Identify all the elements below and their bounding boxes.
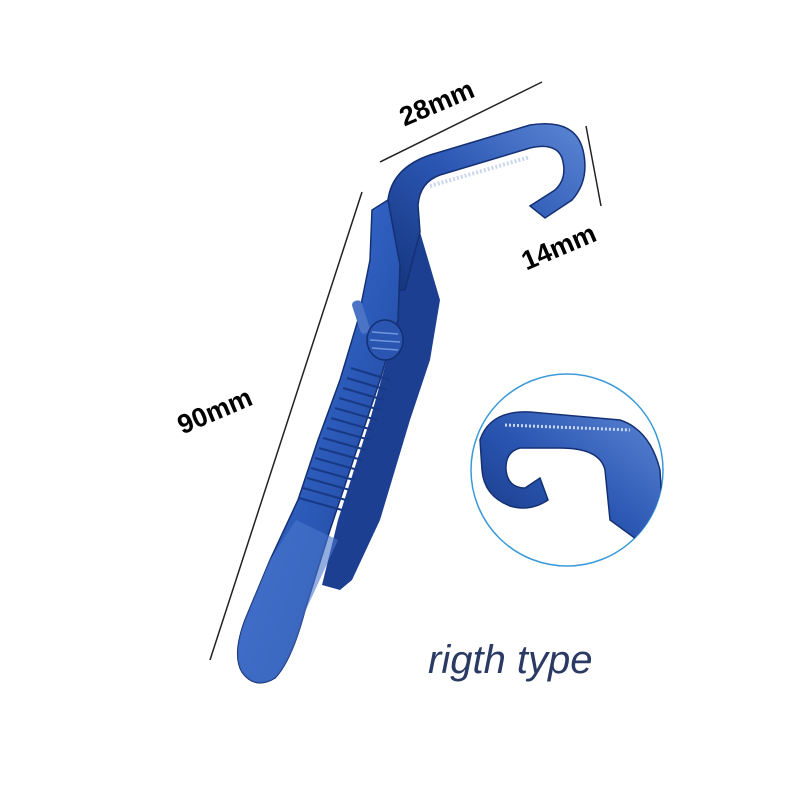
grip-ridges [298,366,391,512]
height-dimension-line [585,125,602,207]
caption-text: rigth type [428,638,593,682]
detail-inset-content [479,411,663,562]
forceps-back-arm [322,232,440,590]
width-dimension-line [379,81,543,163]
length-dimension-line [209,191,363,661]
handle-tip [237,520,338,683]
jaw-serration [429,155,531,188]
lock-pin [352,300,370,334]
forceps-hook-jaw [387,123,586,291]
